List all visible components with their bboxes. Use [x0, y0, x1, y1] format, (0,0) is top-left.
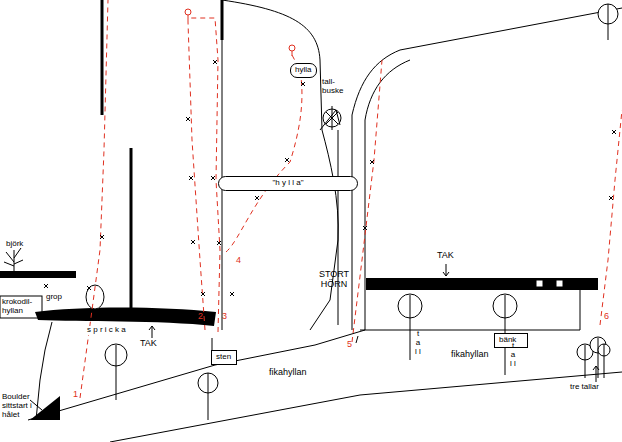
ledge-name: fikahyllan: [268, 368, 308, 378]
callout-number: 3: [222, 312, 227, 322]
ledge-name: krokodil- hyllan: [2, 298, 42, 316]
ledge-box: "h y l l a": [218, 176, 358, 191]
tree-label: t a l l: [509, 342, 517, 368]
ledge-box: hylla: [290, 63, 317, 78]
note-label: Boulder sittstart i hålet: [2, 393, 44, 419]
ledge-label: hylla: [295, 65, 311, 74]
roof-label: TAK: [437, 251, 454, 261]
ledge-label: "h y l l a": [272, 178, 303, 187]
tree-label: t a l l: [414, 330, 422, 356]
bench-box: bänk: [494, 333, 528, 348]
callout-number: 2: [198, 312, 203, 322]
callout-number: 6: [604, 312, 609, 322]
feature-label: grop: [46, 293, 62, 302]
tree-label: björk: [6, 240, 23, 249]
corner-label: STORT HÖRN: [318, 270, 350, 290]
callout-number: 5: [347, 340, 352, 350]
feature-label: s p r i c k a: [86, 326, 127, 335]
tree-label: tre tallar: [570, 383, 599, 392]
ledge-label: sten: [216, 352, 231, 361]
stone-box: sten: [211, 350, 237, 365]
callout-number: 4: [236, 256, 241, 266]
ledge-name: fikahyllan: [450, 350, 490, 360]
bush-label: tall- buske: [322, 78, 350, 96]
roof-label: TAK: [140, 339, 157, 349]
callout-number: 1: [73, 390, 78, 400]
